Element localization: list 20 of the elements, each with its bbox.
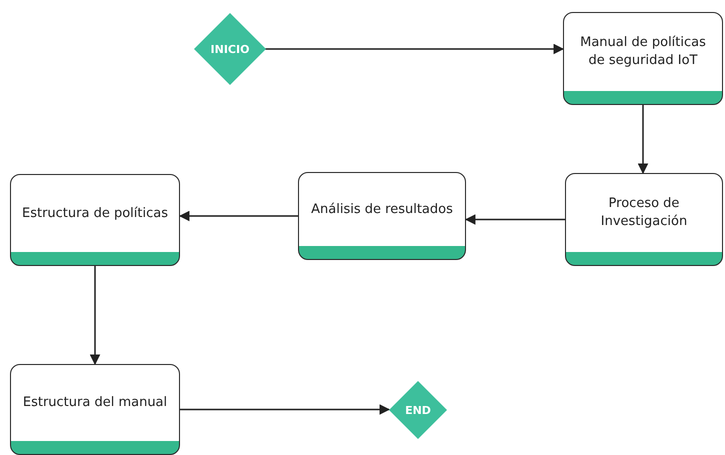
arrow <box>90 266 100 366</box>
arrow <box>638 105 648 174</box>
process-card <box>298 172 466 260</box>
arrow <box>178 210 298 222</box>
process-card <box>565 173 723 266</box>
node-label: Manual de políticas de seguridad IoT <box>579 34 707 70</box>
arrow <box>464 214 565 225</box>
node-label: Análisis de resultados <box>311 200 453 218</box>
node-label: END <box>405 404 431 416</box>
process-card <box>10 174 180 266</box>
terminal-diamond <box>389 381 447 439</box>
node-label: Estructura del manual <box>22 394 168 412</box>
node-label: Estructura de políticas <box>22 204 168 222</box>
process-card <box>563 12 723 105</box>
arrow <box>265 44 564 54</box>
process-card <box>10 364 180 455</box>
terminal-diamond <box>194 13 266 85</box>
node-label: Proceso de Investigación <box>600 195 688 231</box>
node-label: INICIO <box>210 42 250 56</box>
arrow <box>180 404 390 415</box>
